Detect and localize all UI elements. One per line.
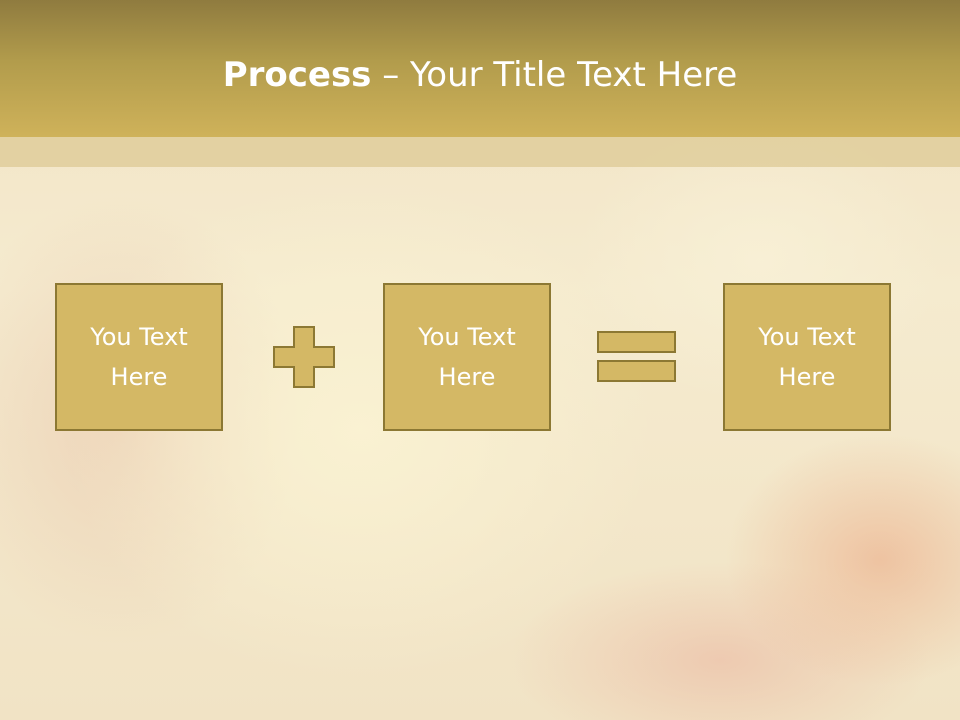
title-band [0, 137, 960, 167]
plus-icon [273, 326, 335, 388]
text-box-2-label: You Text Here [418, 323, 516, 391]
slide-title[interactable]: Process – Your Title Text Here [0, 52, 960, 98]
text-box-3-label: You Text Here [758, 323, 856, 391]
text-box-3[interactable]: You Text Here [723, 283, 891, 431]
text-box-1[interactable]: You Text Here [55, 283, 223, 431]
title-bar [0, 0, 960, 137]
text-box-1-label: You Text Here [90, 323, 188, 391]
equals-icon [597, 331, 676, 382]
title-rest: – Your Title Text Here [371, 55, 738, 95]
text-box-2[interactable]: You Text Here [383, 283, 551, 431]
title-bold: Process [222, 55, 372, 95]
